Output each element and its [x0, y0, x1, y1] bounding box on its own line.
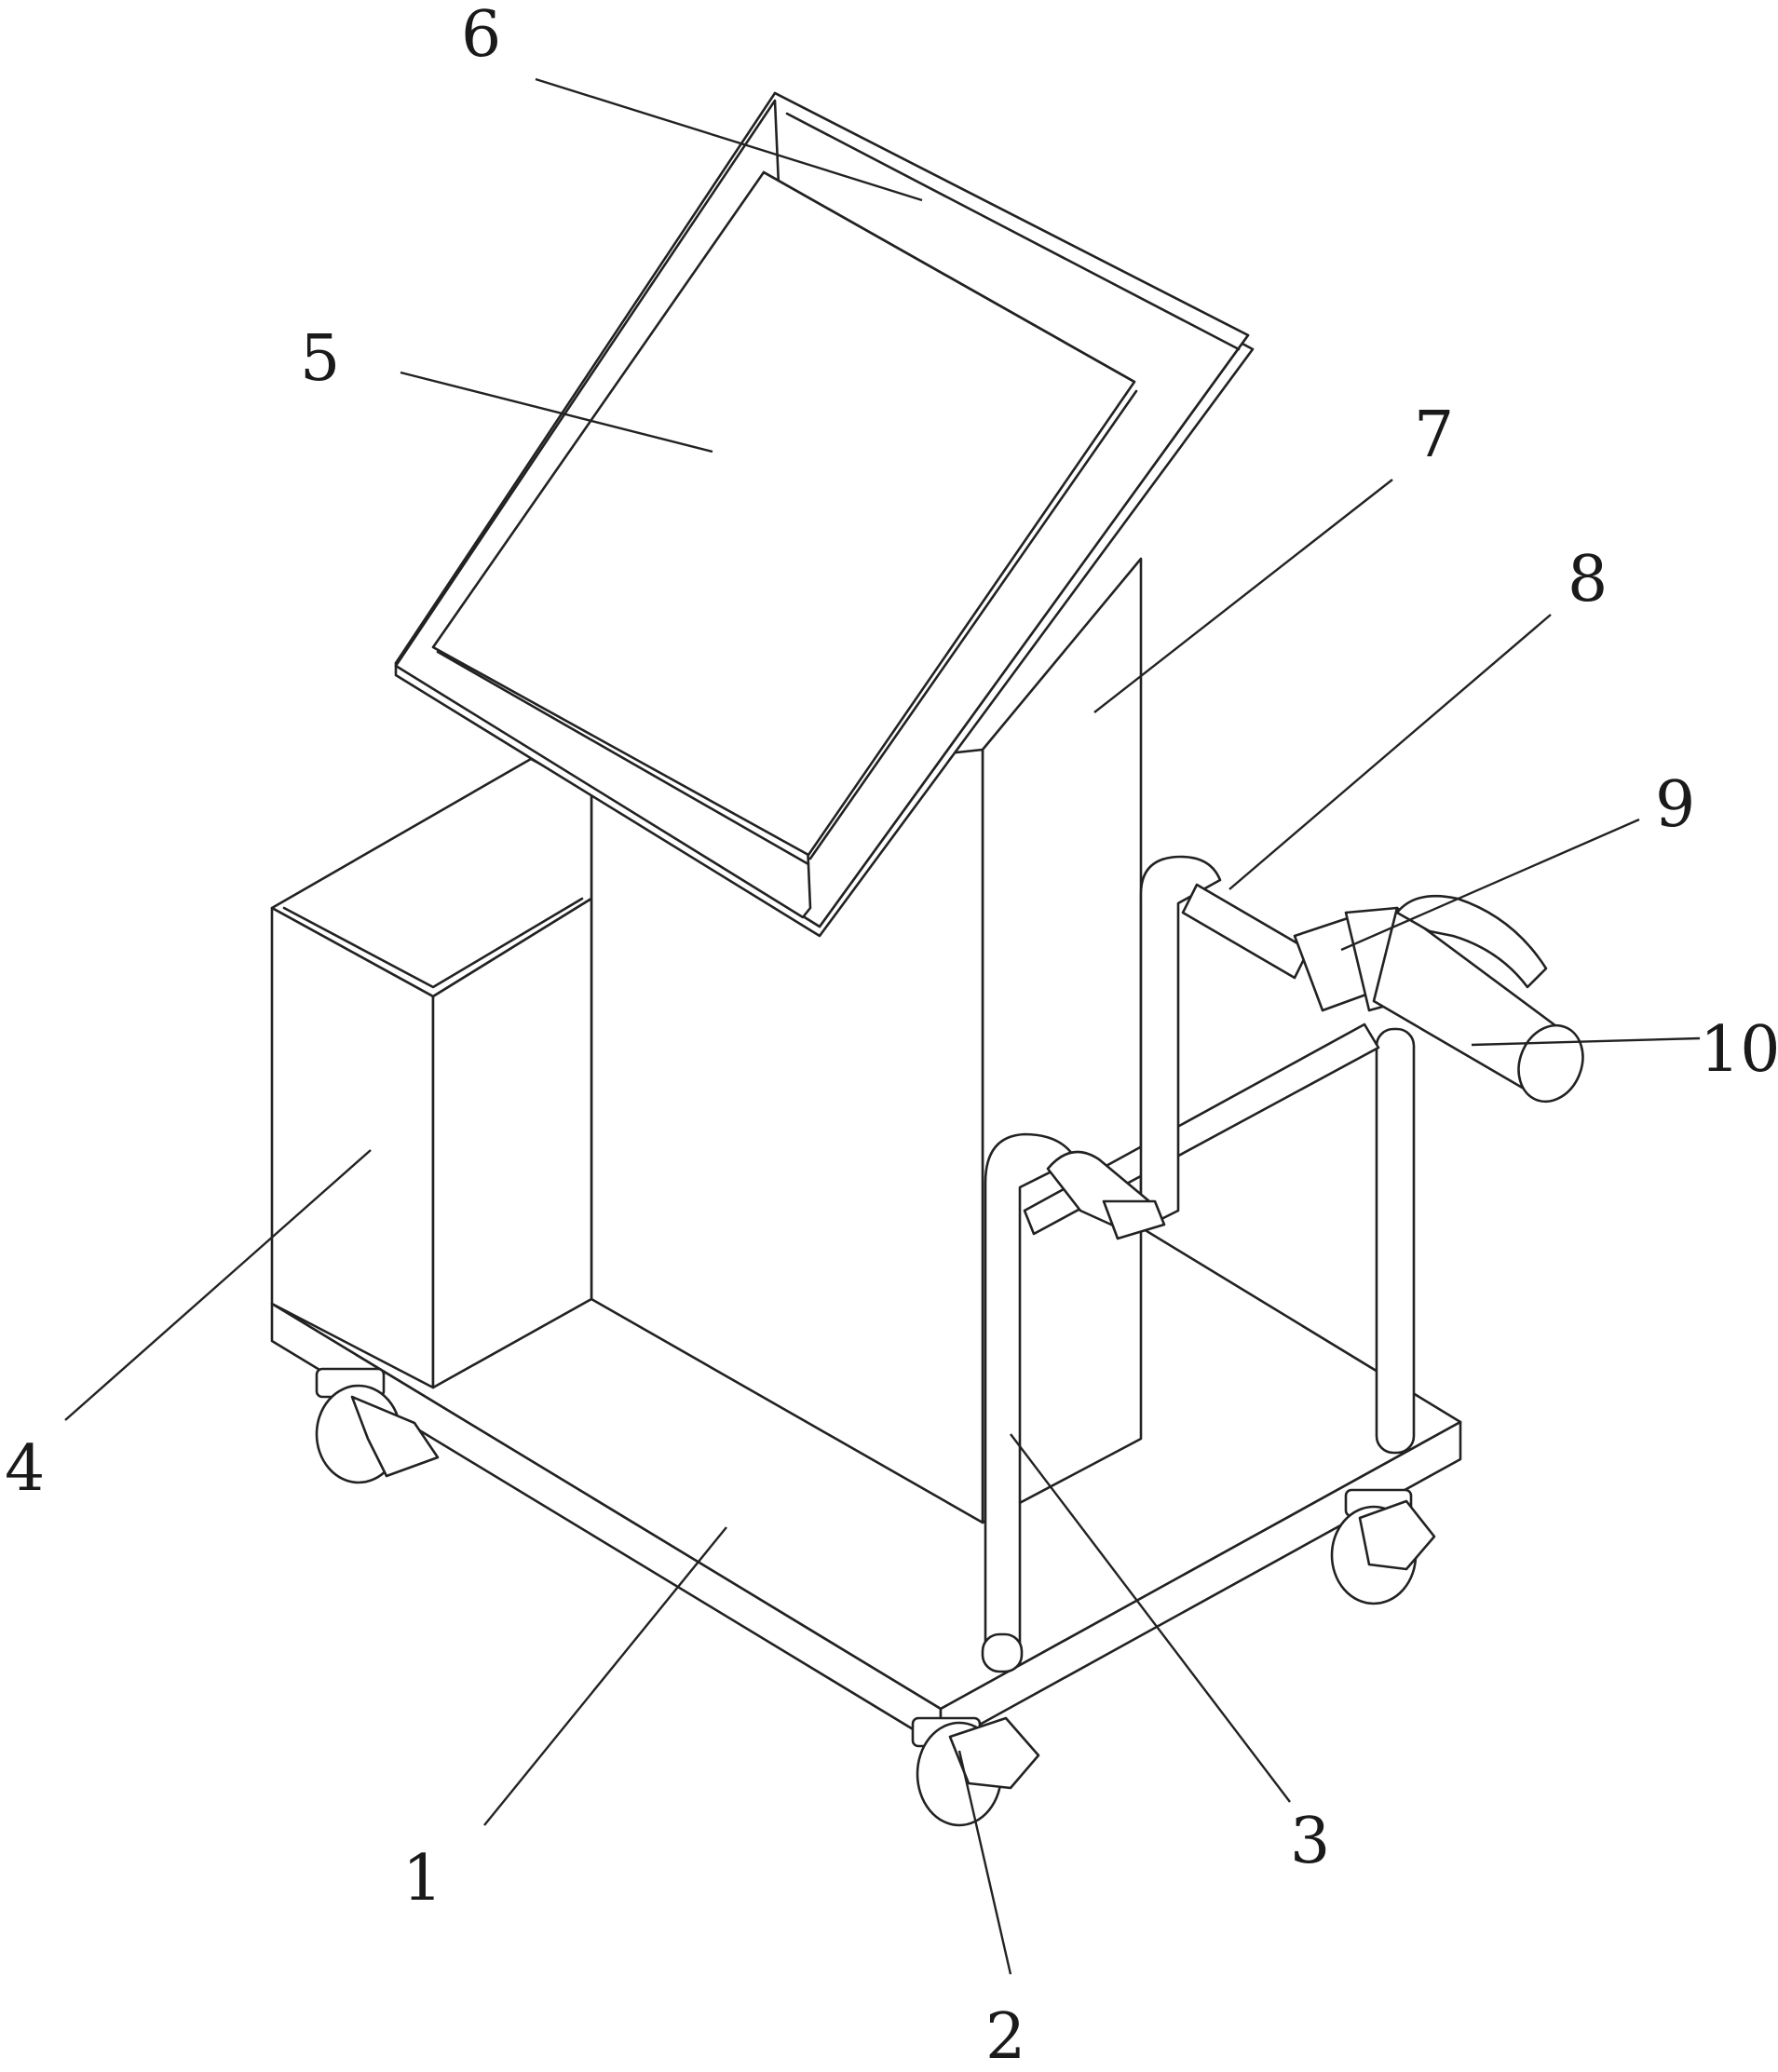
caster-front-left [315, 1367, 440, 1484]
reference-numerals: 1 2 3 4 5 6 7 8 9 10 [5, 0, 1778, 2072]
numeral-6: 6 [461, 0, 501, 72]
leader-9 [1340, 818, 1640, 952]
numeral-5: 5 [300, 322, 340, 396]
leader-7 [1093, 479, 1393, 713]
caster-right [1330, 1488, 1436, 1605]
leader-4 [64, 1149, 372, 1421]
display-monitor [394, 91, 1255, 938]
leader-6 [535, 77, 923, 202]
numeral-2: 2 [985, 2000, 1025, 2067]
numeral-1: 1 [402, 1842, 442, 1916]
leader-10 [1471, 1036, 1701, 1047]
numeral-3: 3 [1290, 1805, 1330, 1878]
numeral-10: 10 [1700, 1013, 1778, 1087]
rear-handle-loop [1139, 855, 1222, 1231]
leader-lines [64, 77, 1701, 1975]
probe-cable-hook [1395, 894, 1548, 989]
caster-wheels [315, 1367, 1436, 1827]
storage-box [270, 757, 593, 1389]
leader-1 [483, 1526, 727, 1826]
leader-8 [1228, 614, 1552, 890]
numeral-7: 7 [1414, 399, 1454, 472]
rear-handle-post [1375, 1027, 1416, 1455]
numeral-8: 8 [1568, 543, 1608, 616]
handle-bar [1181, 883, 1310, 980]
mid-pipe [1046, 1150, 1166, 1240]
cabinet-column [590, 557, 1143, 1524]
handheld-probe [1372, 906, 1584, 1104]
numeral-9: 9 [1655, 768, 1695, 842]
caster-front-center [911, 1716, 1040, 1827]
leader-2 [957, 1750, 1012, 1975]
leader-3 [1010, 1433, 1291, 1803]
leader-5 [400, 371, 713, 454]
numeral-4: 4 [5, 1432, 45, 1506]
